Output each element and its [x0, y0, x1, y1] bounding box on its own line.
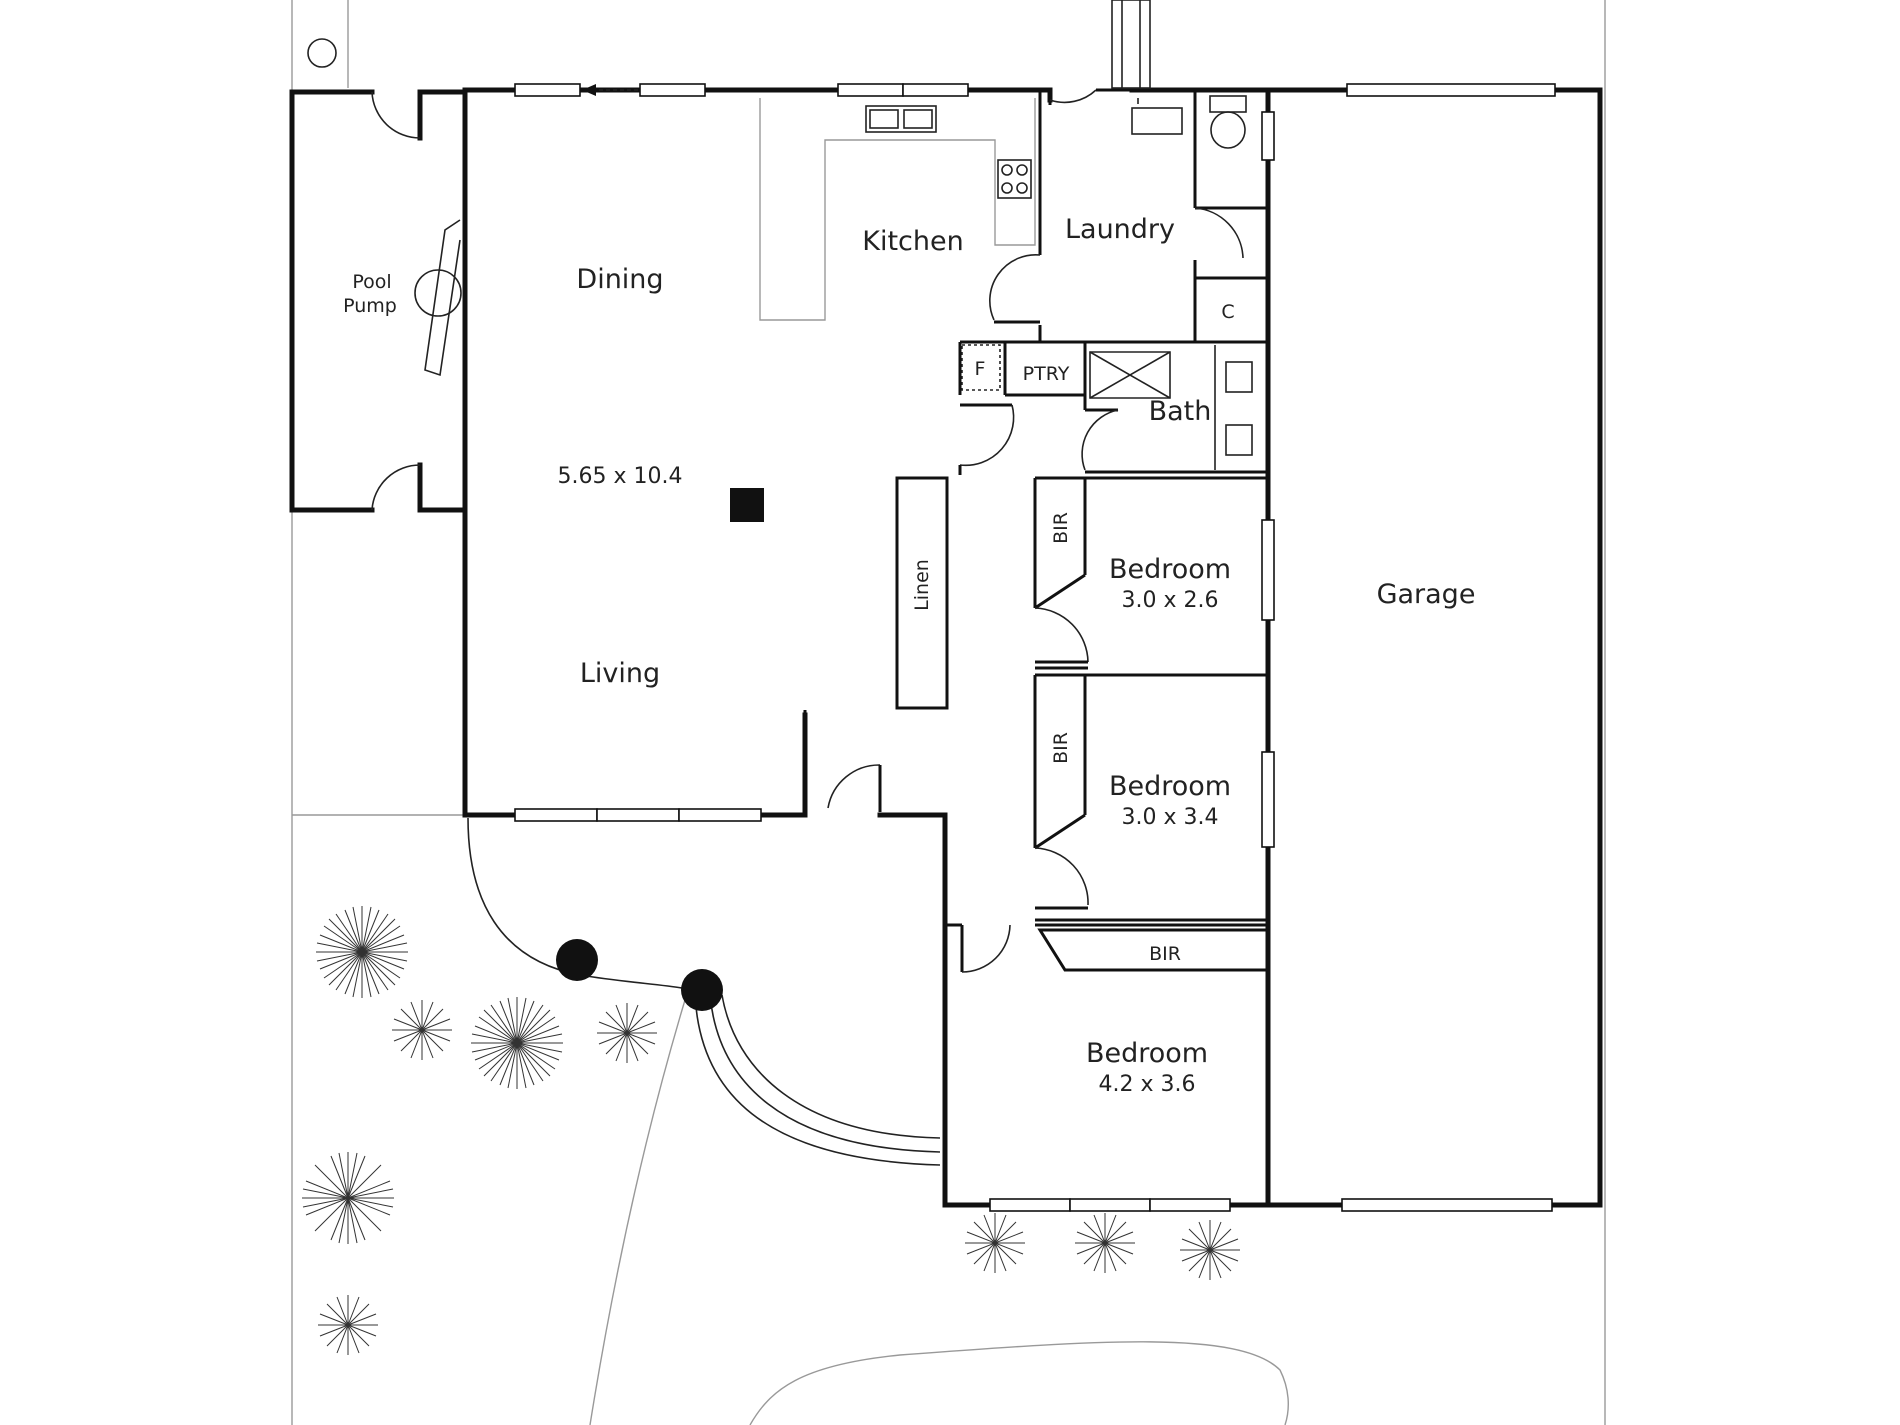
bir-label-2: BIR	[1050, 732, 1072, 764]
kitchen-counters	[759, 98, 1036, 321]
plant-9	[1180, 1220, 1240, 1280]
plant-7	[965, 1213, 1025, 1273]
plant-1	[316, 906, 408, 998]
pool-pump-label-line1: Pool	[352, 271, 391, 293]
bedroom-1-dimensions: 3.0 x 2.6	[1122, 588, 1219, 613]
bedroom-3-label: Bedroom	[1086, 1038, 1208, 1069]
bedroom-2-label: Bedroom	[1109, 771, 1231, 802]
bedroom-3-walls	[945, 923, 1270, 973]
pantry-label: PTRY	[1023, 363, 1070, 385]
linen-cupboard	[895, 476, 949, 710]
plant-6	[318, 1295, 378, 1355]
fridge-label: F	[975, 358, 986, 380]
interior-walls	[989, 0, 1268, 344]
bathroom	[1081, 342, 1268, 474]
bir-label-3: BIR	[1149, 943, 1181, 965]
linen-label: Linen	[911, 559, 933, 611]
garden-paths	[467, 817, 1289, 1425]
bath-label: Bath	[1149, 396, 1212, 427]
pool-pump-label-line2: Pump	[343, 295, 397, 317]
bedroom-1-walls	[1033, 476, 1268, 677]
windows	[514, 83, 1556, 1212]
living-label: Living	[580, 658, 660, 689]
bedroom-1-label: Bedroom	[1109, 554, 1231, 585]
pool-pump-room	[289, 89, 463, 513]
bedroom-2-walls	[1033, 675, 1268, 922]
dining-label: Dining	[576, 264, 663, 295]
plant-3	[471, 997, 563, 1089]
garage-label: Garage	[1377, 579, 1476, 610]
exterior-walls	[462, 87, 1603, 1208]
kitchen-label: Kitchen	[862, 226, 963, 257]
laundry-label: Laundry	[1065, 214, 1175, 245]
bir-label-1: BIR	[1050, 512, 1072, 544]
entry-walls	[803, 710, 882, 812]
bedroom-2-dimensions: 3.0 x 3.4	[1122, 805, 1219, 830]
outdoor-fixture-circle	[307, 38, 337, 68]
fireplace	[730, 488, 764, 522]
plant-5	[302, 1152, 394, 1244]
living-dimensions-label: 5.65 x 10.4	[558, 464, 683, 489]
bedroom-3-dimensions: 4.2 x 3.6	[1099, 1072, 1196, 1097]
plant-4	[597, 1003, 657, 1063]
plant-2	[392, 1000, 452, 1060]
cupboard-c-label: C	[1221, 301, 1234, 323]
plant-8	[1075, 1213, 1135, 1273]
